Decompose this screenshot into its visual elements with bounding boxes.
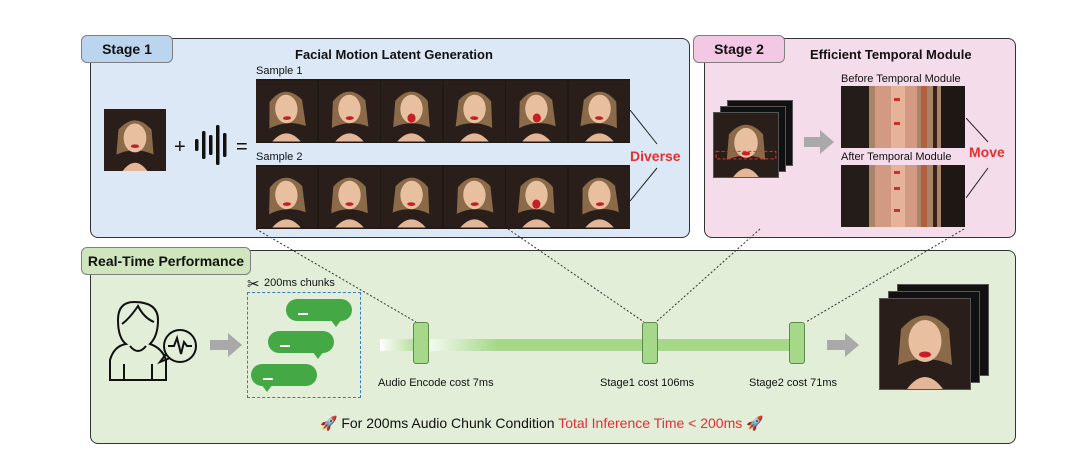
audio-chunks-box	[247, 292, 361, 398]
scissors-icon: ✂	[247, 276, 260, 293]
sample1-label: Sample 1	[256, 65, 303, 77]
stage2-tag: Stage 2	[693, 35, 785, 63]
footer-highlight: Total Inference Time < 200ms	[558, 415, 743, 431]
plus-sign: +	[174, 136, 186, 158]
diverse-label: Diverse	[630, 148, 681, 164]
chunks-label: 200ms chunks	[264, 277, 335, 289]
video-frame	[318, 79, 380, 143]
video-frame	[506, 79, 567, 143]
video-frame	[381, 79, 442, 143]
stage2-cost: Stage2 cost 71ms	[749, 377, 838, 389]
audio-waveform-icon	[195, 125, 227, 165]
audio-encode-node	[413, 322, 429, 364]
diverse-bracket	[630, 110, 658, 202]
move-label: Move	[969, 144, 1005, 160]
sample1-strip	[256, 79, 630, 143]
pipeline-bar	[420, 339, 802, 351]
video-frame	[381, 165, 442, 229]
video-frame	[443, 165, 505, 229]
sample2-label: Sample 2	[256, 151, 303, 163]
portrait-icon	[880, 299, 970, 389]
stage2-title: Efficient Temporal Module	[810, 47, 972, 62]
portrait-icon	[104, 109, 166, 171]
footer-line: 🚀 For 200ms Audio Chunk Condition Total …	[320, 415, 764, 432]
audio-encode-cost: Audio Encode cost 7ms	[378, 377, 494, 389]
stage1-tag: Stage 1	[81, 35, 173, 63]
realtime-tag: Real-Time Performance	[81, 247, 251, 275]
input-arrow-icon	[210, 333, 242, 357]
video-frame	[506, 165, 567, 229]
rocket-icon-left: 🚀	[320, 415, 338, 431]
after-temporal-label: After Temporal Module	[841, 151, 952, 163]
stage2-arrow-icon	[804, 130, 834, 154]
stage2-node	[789, 322, 805, 364]
stage1-cost: Stage1 cost 106ms	[600, 377, 695, 389]
user-speaking-icon	[109, 300, 197, 381]
sample2-strip	[256, 165, 630, 229]
video-frame	[568, 79, 630, 143]
chat-bubble-3	[251, 364, 317, 392]
portrait-icon	[714, 113, 778, 177]
equals-sign: =	[236, 136, 248, 158]
move-bracket	[966, 118, 989, 199]
stage2-face-image	[713, 112, 779, 178]
chat-bubble-2	[268, 331, 334, 359]
output-face-image	[879, 298, 971, 390]
footer-prefix: For 200ms Audio Chunk Condition	[341, 415, 555, 431]
after-temporal-slice	[841, 165, 965, 227]
video-frame	[256, 79, 317, 143]
video-frame	[256, 165, 317, 229]
chat-bubble-1	[286, 299, 352, 327]
rocket-icon-right: 🚀	[746, 415, 764, 431]
stage1-node	[642, 322, 658, 364]
before-temporal-label: Before Temporal Module	[841, 73, 961, 85]
video-frame	[443, 79, 505, 143]
before-temporal-slice	[841, 86, 965, 148]
pipeline-bar-fade	[380, 339, 422, 351]
stage1-title: Facial Motion Latent Generation	[295, 47, 493, 62]
video-frame	[568, 165, 630, 229]
output-arrow-icon	[827, 333, 859, 357]
reference-face-image	[104, 109, 166, 171]
video-frame	[318, 165, 380, 229]
